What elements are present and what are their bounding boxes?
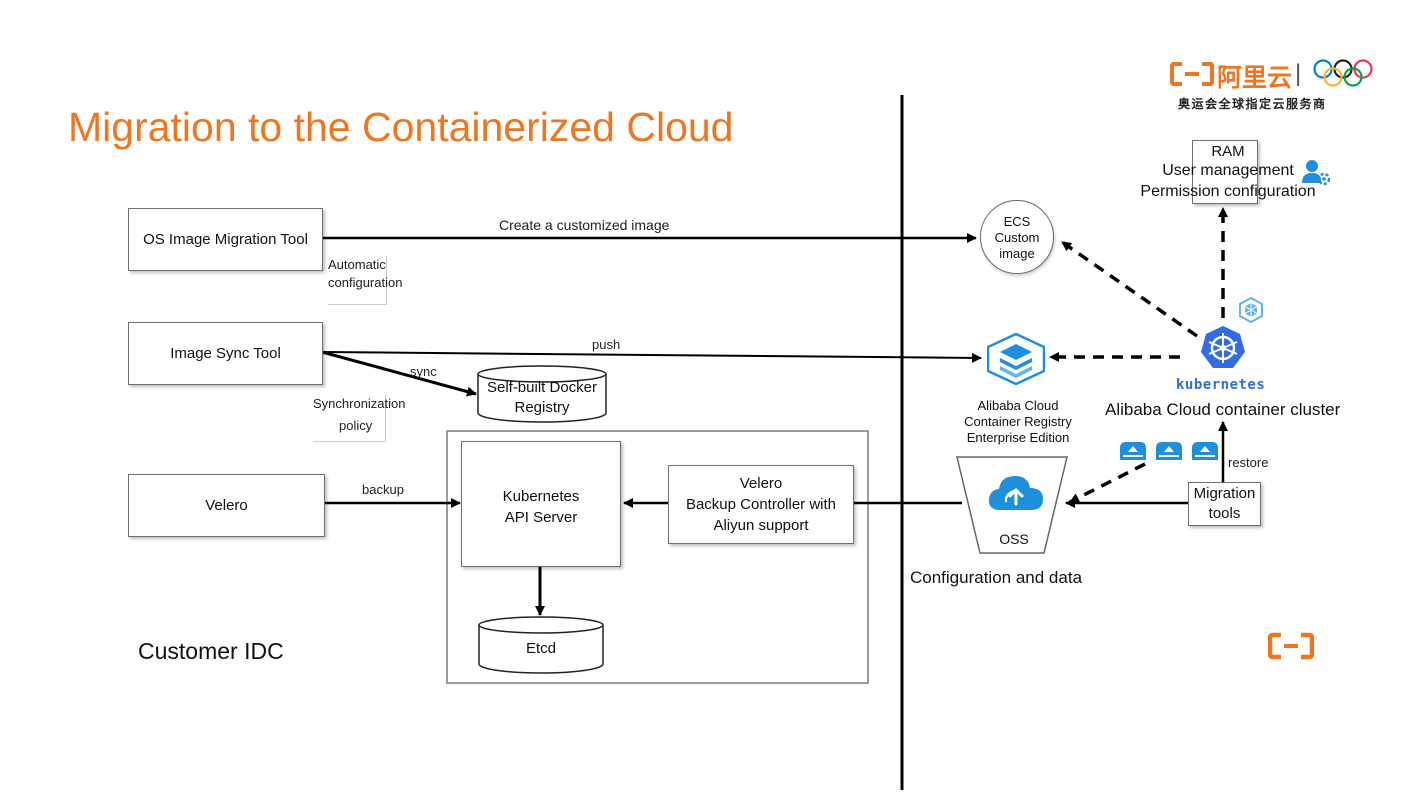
kubernetes-wordmark: kubernetes [1176,377,1266,393]
image-sync-tool-label: Image Sync Tool [170,345,281,362]
os-image-migration-tool-box: OS Image Migration Tool [128,208,323,271]
ram-text: RAM User management Permission configura… [1128,143,1328,202]
alibaba-cloud-small-logo-icon [1268,632,1314,660]
velero-controller-label-3: Aliyun support [713,517,809,534]
os-image-migration-tool-label: OS Image Migration Tool [143,231,308,248]
auto-config-line1: Automatic [328,257,386,272]
auto-config-line2: configuration [328,275,403,290]
idc-cluster-frame [446,430,869,684]
push-label: push [592,337,621,352]
velero-controller-label-2: Backup Controller with [685,496,837,513]
push-arrow [321,351,982,363]
ecs-custom-image: ECS Custom image [980,200,1054,274]
ecs-label-2: Custom [994,230,1040,245]
velero-controller-label-1: Velero [739,475,783,492]
ecs-label-1: ECS [1003,214,1031,229]
registry-cylinder-shape [477,365,607,423]
acr-text: Alibaba Cloud Container Registry Enterpr… [950,398,1086,446]
velero-box: Velero [128,474,325,537]
customer-idc-label: Customer IDC [138,638,284,664]
acr-label-2: Container Registry [964,414,1072,429]
container-service-icon [1239,296,1263,324]
registry-label-1: Self-built Docker [486,379,598,396]
configuration-and-data-label: Configuration and data [910,568,1083,587]
migration-tools-box: Migration tools [1188,482,1261,526]
container-registry-icon [987,333,1045,385]
acr-label-3: Enterprise Edition [966,430,1070,445]
image-sync-tool-box: Image Sync Tool [128,322,323,385]
oss-cloud-upload-icon [988,476,1043,510]
api-server-label-2: API Server [504,509,578,526]
self-built-docker-registry: Self-built Docker Registry [477,365,607,423]
etcd-label: Etcd [525,640,556,657]
registry-label-2: Registry [514,399,570,416]
ram-label: RAM [1211,143,1245,160]
kubernetes-api-server-box: Kubernetes API Server [461,441,621,567]
kubernetes-icon [1201,326,1245,368]
migration-tools-label-2: tools [1208,505,1241,522]
alibaba-cloud-mark-icon [1170,62,1214,86]
ram-user-management: User management [1162,162,1294,179]
etcd-cylinder-shape [478,616,604,674]
etcd-database: Etcd [478,616,604,674]
user-settings-icon [1302,160,1330,186]
ram-box [1192,140,1258,204]
backup-label: backup [362,482,404,497]
synchronization-policy-note: Synchronization policy [313,395,406,442]
disks-to-oss-dashed-arrow [1069,462,1146,504]
logo-text: 阿里云 [1217,63,1293,92]
sync-label: sync [410,364,437,379]
acr-label-1: Alibaba Cloud [977,398,1059,413]
olympic-rings-icon [1313,59,1373,87]
ecs-label-3: image [999,246,1035,261]
velero-label: Velero [205,497,248,514]
sync-policy-line2: policy [339,418,373,433]
restore-label: restore [1228,455,1269,470]
alibaba-cloud-logo: 阿里云 | 奥运会全球指定云服务商 [1170,58,1380,116]
automatic-configuration-note: Automatic configuration [328,256,403,305]
slide-title: Migration to the Containerized Cloud [68,104,734,150]
ram-permission-configuration: Permission configuration [1140,183,1316,200]
api-server-label-1: Kubernetes [502,488,580,505]
sync-policy-line1: Synchronization [313,396,406,411]
disk-icons [1118,440,1228,462]
sync-arrow [321,350,477,397]
create-image-label: Create a customized image [499,217,670,233]
logo-divider: | [1295,60,1302,87]
alibaba-container-cluster-label: Alibaba Cloud container cluster [1105,400,1341,419]
cloud-disk-icon [1120,442,1218,460]
oss-label: OSS [999,531,1029,547]
logo-tagline: 奥运会全球指定云服务商 [1178,97,1327,111]
migration-tools-label-1: Migration [1193,485,1256,502]
velero-backup-controller-box: Velero Backup Controller with Aliyun sup… [668,465,854,544]
k8s-to-ecs-dashed-arrow [1061,240,1198,338]
